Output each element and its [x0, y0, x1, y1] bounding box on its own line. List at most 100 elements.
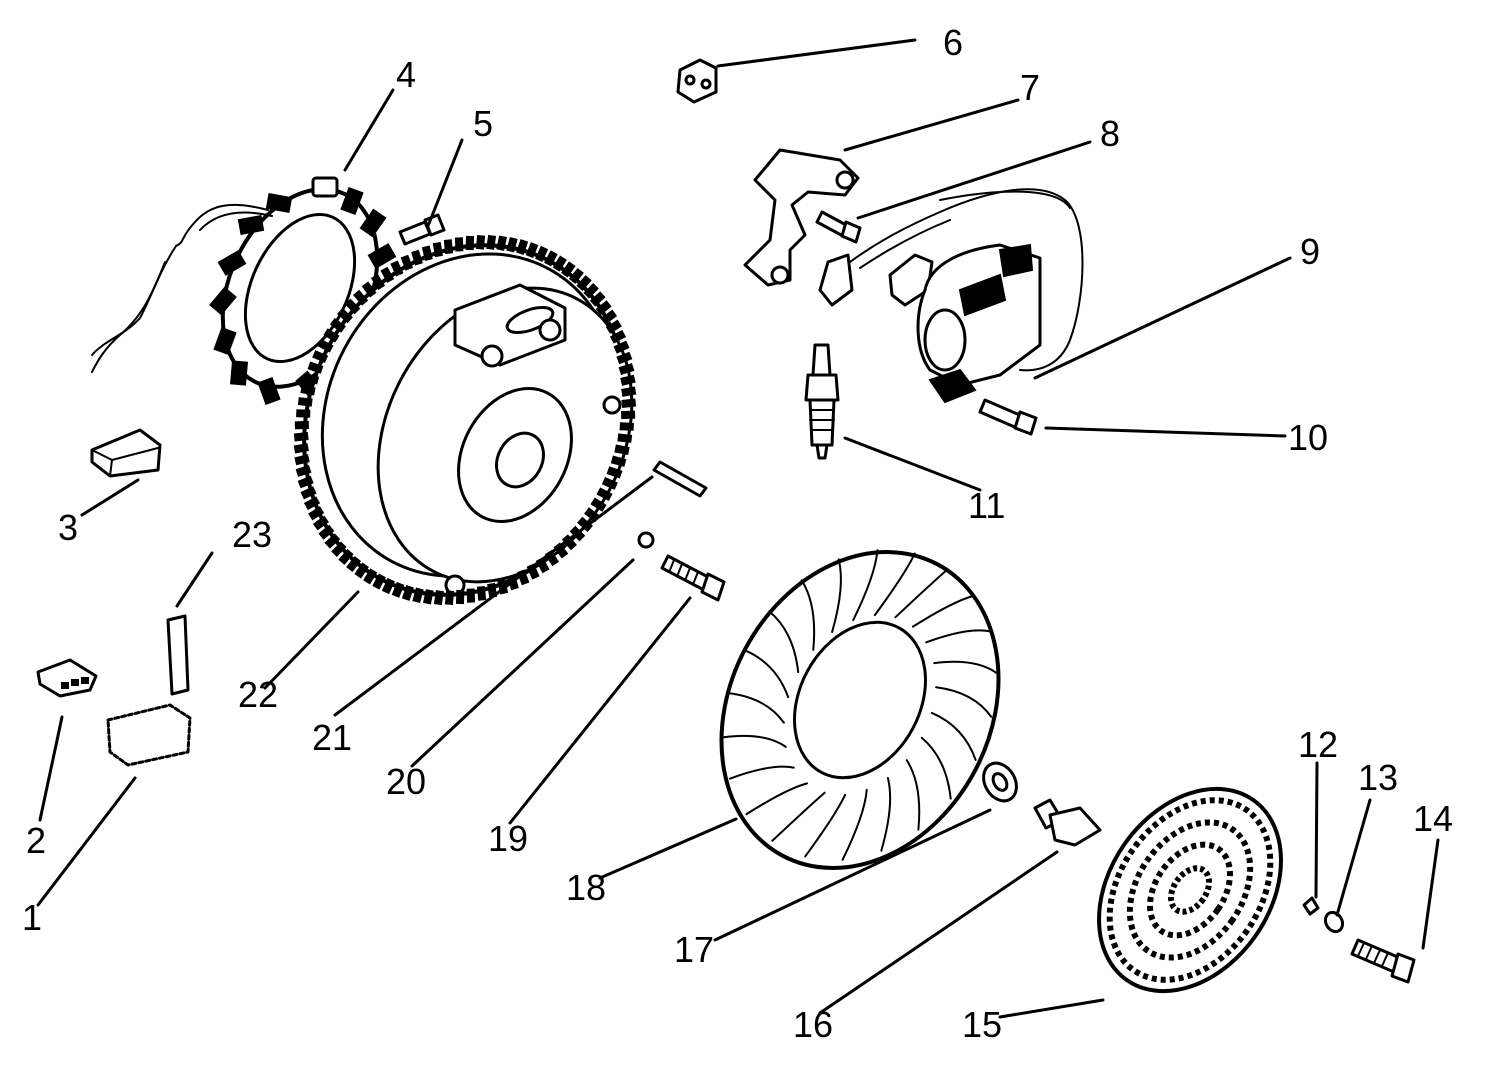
clip-12	[1302, 896, 1320, 916]
callout-8: 8	[1100, 113, 1120, 154]
callout-19: 19	[488, 818, 528, 859]
leader-lines	[36, 38, 1440, 1019]
fan-blade	[768, 610, 800, 674]
flywheel	[293, 234, 637, 606]
fan-blade	[727, 692, 785, 724]
gear-tooth	[312, 350, 329, 364]
gear-tooth	[423, 589, 434, 605]
fan-blade	[894, 568, 949, 619]
callout-18: 18	[566, 867, 606, 908]
callout-9: 9	[1300, 231, 1320, 272]
gear-tooth	[370, 273, 386, 290]
pin-23	[166, 614, 190, 696]
gear-tooth	[295, 465, 312, 477]
gear-tooth	[606, 466, 623, 479]
gear-tooth	[303, 373, 320, 385]
plate-6	[676, 58, 718, 104]
fan-blade	[905, 759, 921, 831]
gear-tooth	[476, 586, 487, 601]
gear-tooth	[363, 568, 378, 585]
fan-housing	[719, 549, 1001, 870]
fan-blade	[831, 558, 842, 634]
gear-tooth	[466, 588, 476, 603]
leader-line-8	[856, 140, 1092, 220]
gear-tooth	[344, 298, 361, 315]
callout-4: 4	[396, 54, 416, 95]
callout-23: 23	[232, 514, 272, 555]
callout-14: 14	[1413, 798, 1453, 839]
gear-tooth	[525, 242, 539, 259]
gear-tooth	[390, 260, 404, 277]
washer-13	[1323, 910, 1345, 934]
screw-8	[815, 210, 862, 244]
fan-blade	[873, 552, 916, 617]
fan-blade	[911, 594, 975, 628]
fan-blade	[880, 776, 892, 852]
callout-17: 17	[674, 929, 714, 970]
gear-tooth	[361, 281, 377, 298]
gear-tooth	[455, 589, 465, 605]
leader-line-14	[1421, 838, 1440, 950]
gear-tooth	[317, 339, 334, 353]
gear-tooth	[293, 443, 309, 454]
gear-tooth	[454, 237, 464, 252]
gear-tooth	[486, 234, 497, 250]
gear-tooth	[337, 308, 353, 324]
fan-blade	[743, 649, 790, 699]
gear-tooth	[296, 409, 311, 418]
gear-tooth	[561, 534, 577, 551]
leader-line-12	[1314, 761, 1319, 899]
gear-tooth	[329, 317, 346, 333]
gear-tooth	[621, 386, 637, 397]
fan-blade	[930, 711, 977, 761]
gear-tooth	[331, 541, 347, 558]
callout-11: 11	[968, 485, 1005, 526]
fan-blade	[771, 791, 826, 842]
block-1	[106, 703, 192, 767]
spark-plug	[804, 343, 840, 460]
ignition-module	[818, 188, 1084, 404]
fan-blade	[804, 793, 847, 858]
gear-tooth	[294, 454, 310, 466]
washer-20	[637, 531, 655, 549]
callout-7: 7	[1020, 67, 1040, 108]
gear-tooth	[323, 328, 340, 343]
callout-5: 5	[473, 103, 493, 144]
callout-15: 15	[962, 1004, 1002, 1045]
rectifier	[90, 428, 162, 478]
gear-tooth	[552, 255, 567, 272]
gear-tooth	[294, 420, 310, 430]
gear-tooth	[475, 234, 486, 250]
gear-tooth	[589, 291, 606, 307]
gear-tooth	[613, 340, 630, 354]
gear-tooth	[307, 361, 324, 374]
callout-10: 10	[1288, 417, 1328, 458]
leader-line-15	[998, 998, 1105, 1019]
gear-tooth	[400, 254, 414, 271]
gear-tooth	[544, 250, 558, 267]
gear-tooth	[616, 351, 633, 365]
gear-tooth	[443, 239, 454, 254]
fan-blade	[722, 734, 787, 748]
gear-tooth	[583, 282, 599, 299]
callout-1: 1	[22, 897, 42, 938]
gear-tooth	[619, 422, 634, 431]
gear-tooth	[312, 515, 329, 531]
leader-line-23	[175, 551, 214, 608]
gear-tooth	[506, 236, 518, 253]
gear-tooth	[617, 433, 633, 443]
gear-tooth	[300, 385, 316, 396]
leader-line-18	[598, 817, 738, 880]
washer-17	[982, 761, 1018, 803]
fan-blade	[728, 765, 795, 780]
gear-tooth	[433, 590, 444, 606]
callout-13: 13	[1358, 757, 1398, 798]
gear-tooth	[444, 590, 455, 606]
leader-line-19	[508, 596, 692, 825]
callout-16: 16	[793, 1004, 833, 1045]
callout-3: 3	[58, 507, 78, 548]
callout-20: 20	[386, 761, 426, 802]
gear-tooth	[601, 476, 618, 490]
